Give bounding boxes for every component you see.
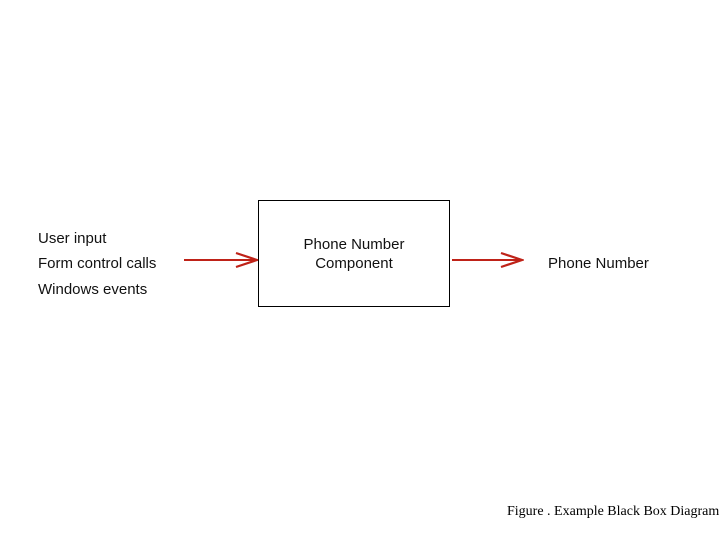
arrow-head [235, 251, 259, 269]
input-label-user-input: User input [38, 230, 107, 247]
figure-caption: Figure . Example Black Box Diagram [507, 504, 720, 519]
box-title-line-1: Phone Number [303, 235, 405, 253]
arrow-head [500, 251, 524, 269]
phone-number-component-box: Phone Number Component [258, 200, 450, 307]
right-arrow-right-icon [452, 251, 524, 269]
input-label-windows-events: Windows events [38, 281, 148, 298]
box-title-line-2: Component [315, 254, 393, 272]
input-label-form-control-calls: Form control calls [38, 255, 157, 272]
left-arrow-right-icon [184, 251, 259, 269]
output-label-phone-number: Phone Number [548, 255, 649, 272]
